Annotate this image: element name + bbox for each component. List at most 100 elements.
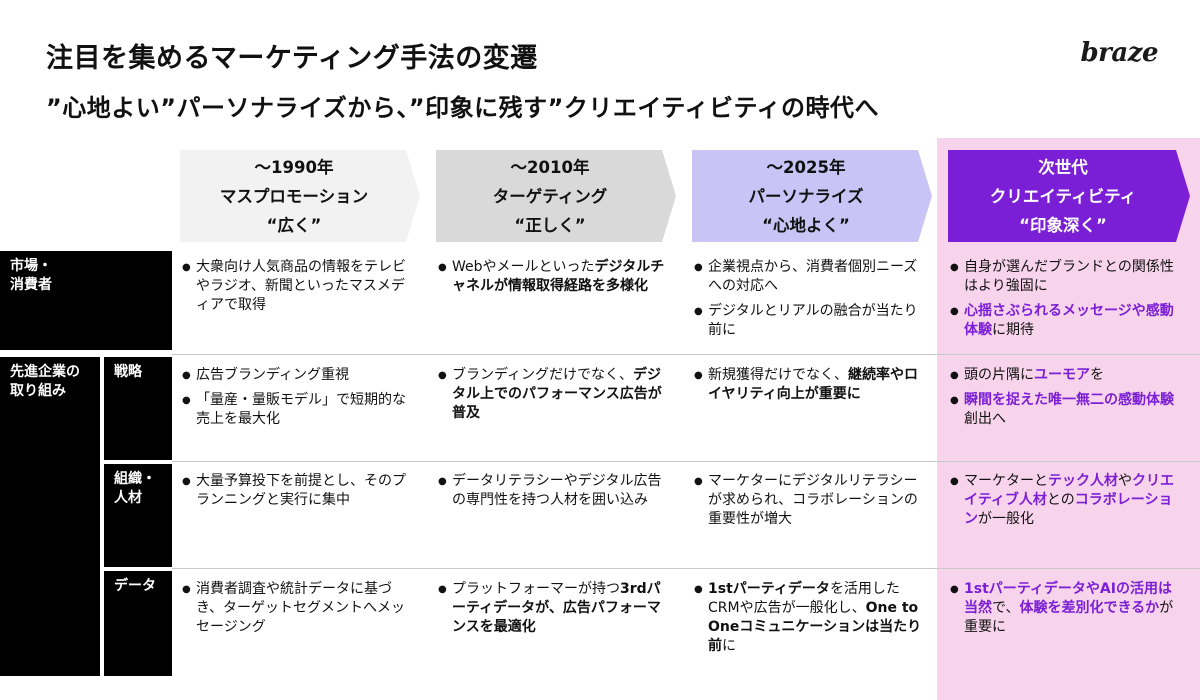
column-name: マスプロモーション <box>219 186 369 206</box>
row-label-org: 組織・ 人材 <box>104 464 172 567</box>
bullet-item: ブランディングだけでなく、デジタル上でのパフォーマンス広告が普及 <box>438 366 670 423</box>
body-text: が一般化 <box>978 511 1034 527</box>
cell-strategy-next: 頭の片隅にユーモアを瞬間を捉えた唯一無二の感動体験創出へ <box>950 366 1182 435</box>
bullet-list: 新規獲得だけでなく、継続率やロイヤリティ向上が重要に <box>694 366 926 404</box>
bullet-item: プラットフォーマーが持つ3rdパーティデータが、広告パフォーマンスを最適化 <box>438 580 670 637</box>
bold-text: One to Oneコミュニケーションは当たり前 <box>708 600 922 654</box>
column-tagline: “正しく” <box>514 215 586 235</box>
bullet-list: データリテラシーやデジタル広告の専門性を持つ人材を囲い込み <box>438 472 670 510</box>
bullet-item: 「量産・量販モデル」で短期的な売上を最大化 <box>182 391 414 429</box>
bold-text: デジタルチャネルが情報取得経路を多様化 <box>452 259 665 294</box>
page-title: 注目を集めるマーケティング手法の変遷 <box>46 43 538 74</box>
bold-text: 継続率やロイヤリティ向上が重要に <box>708 367 918 402</box>
bullet-item: 大量予算投下を前提とし、そのプランニングと実行に集中 <box>182 472 414 510</box>
bullet-item: 頭の片隅にユーモアを <box>950 366 1182 385</box>
body-text: Webやメールといった <box>452 259 595 275</box>
bold-text: デジタル上でのパフォーマンス広告が普及 <box>452 367 662 421</box>
body-text: に <box>722 638 736 654</box>
body-text: や <box>1118 473 1132 489</box>
bullet-item: マーケターにデジタルリテラシーが求められ、コラボレーションの重要性が増大 <box>694 472 926 529</box>
bullet-item: データリテラシーやデジタル広告の専門性を持つ人材を囲い込み <box>438 472 670 510</box>
cell-data-next: 1stパーティデータやAIの活用は当然で、体験を差別化できるかが重要に <box>950 580 1182 643</box>
cell-strategy-2010: ブランディングだけでなく、デジタル上でのパフォーマンス広告が普及 <box>438 366 670 429</box>
bullet-item: 1stパーティデータやAIの活用は当然で、体験を差別化できるかが重要に <box>950 580 1182 637</box>
column-tagline: “広く” <box>266 215 322 235</box>
cell-market-2025: 企業視点から、消費者個別ニーズへの対応へデジタルとリアルの融合が当たり前に <box>694 258 926 346</box>
body-text: プラットフォーマーが持つ <box>452 581 620 597</box>
bullet-list: 大量予算投下を前提とし、そのプランニングと実行に集中 <box>182 472 414 510</box>
column-tagline: “印象深く” <box>1019 215 1107 235</box>
cell-org-next: マーケターとテック人材やクリエイティブ人材とのコラボレーションが一般化 <box>950 472 1182 535</box>
bullet-item: 広告ブランディング重視 <box>182 366 414 385</box>
row-label-market: 市場・ 消費者 <box>0 251 172 350</box>
body-text: 大衆向け人気商品の情報をテレビやラジオ、新聞といったマスメディアで取得 <box>196 259 406 313</box>
bullet-list: プラットフォーマーが持つ3rdパーティデータが、広告パフォーマンスを最適化 <box>438 580 670 637</box>
body-text: 大量予算投下を前提とし、そのプランニングと実行に集中 <box>196 473 406 508</box>
bullet-item: 心揺さぶられるメッセージや感動体験に期待 <box>950 302 1182 340</box>
body-text: との <box>1046 492 1075 508</box>
bullet-list: 企業視点から、消費者個別ニーズへの対応へデジタルとリアルの融合が当たり前に <box>694 258 926 340</box>
bullet-list: マーケターとテック人材やクリエイティブ人材とのコラボレーションが一般化 <box>950 472 1182 529</box>
column-name: パーソナライズ <box>748 186 864 206</box>
cell-market-1990: 大衆向け人気商品の情報をテレビやラジオ、新聞といったマスメディアで取得 <box>182 258 414 321</box>
bullet-list: 1stパーティデータやAIの活用は当然で、体験を差別化できるかが重要に <box>950 580 1182 637</box>
column-era: 〜1990年 <box>254 157 334 177</box>
column-era: 〜2010年 <box>510 157 590 177</box>
row-label-data: データ <box>104 571 172 676</box>
cell-org-1990: 大量予算投下を前提とし、そのプランニングと実行に集中 <box>182 472 414 516</box>
cell-data-1990: 消費者調査や統計データに基づき、ターゲットセグメントへメッセージング <box>182 580 414 643</box>
bullet-item: 自身が選んだブランドとの関係性はより強固に <box>950 258 1182 296</box>
cell-data-2010: プラットフォーマーが持つ3rdパーティデータが、広告パフォーマンスを最適化 <box>438 580 670 643</box>
column-header-mass-promotion: 〜1990年 マスプロモーション “広く” <box>180 150 420 242</box>
cell-strategy-2025: 新規獲得だけでなく、継続率やロイヤリティ向上が重要に <box>694 366 926 410</box>
column-name: クリエイティビティ <box>989 186 1137 206</box>
row-divider <box>172 461 1200 462</box>
bullet-list: 大衆向け人気商品の情報をテレビやラジオ、新聞といったマスメディアで取得 <box>182 258 414 315</box>
highlight-text: 心揺さぶられるメッセージや感動体験 <box>964 303 1174 338</box>
body-text: に期待 <box>992 322 1034 338</box>
body-text: 企業視点から、消費者個別ニーズへの対応へ <box>708 259 918 294</box>
bold-text: 1stパーティデータ <box>708 581 830 597</box>
body-text: が重要に <box>964 600 1174 635</box>
bullet-list: 消費者調査や統計データに基づき、ターゲットセグメントへメッセージング <box>182 580 414 637</box>
braze-logo: braze <box>1080 38 1158 68</box>
bullet-list: 1stパーティデータを活用したCRMや広告が一般化し、One to Oneコミュ… <box>694 580 926 656</box>
column-name: ターゲティング <box>492 186 608 206</box>
body-text: 「量産・量販モデル」で短期的な売上を最大化 <box>196 392 406 427</box>
body-text: で、 <box>992 600 1020 616</box>
cell-market-2010: Webやメールといったデジタルチャネルが情報取得経路を多様化 <box>438 258 670 302</box>
body-text: 広告ブランディング重視 <box>196 367 350 383</box>
cell-org-2010: データリテラシーやデジタル広告の専門性を持つ人材を囲い込み <box>438 472 670 516</box>
column-era: 〜2025年 <box>766 157 846 177</box>
bold-text: 3rdパーティデータが、広告パフォーマンスを最適化 <box>452 581 661 635</box>
cell-strategy-1990: 広告ブランディング重視「量産・量販モデル」で短期的な売上を最大化 <box>182 366 414 435</box>
row-label-strategy: 戦略 <box>104 357 172 460</box>
highlight-text: テック人材 <box>1048 473 1118 489</box>
bullet-list: Webやメールといったデジタルチャネルが情報取得経路を多様化 <box>438 258 670 296</box>
bullet-item: マーケターとテック人材やクリエイティブ人材とのコラボレーションが一般化 <box>950 472 1182 529</box>
column-header-personalize: 〜2025年 パーソナライズ “心地よく” <box>692 150 932 242</box>
bullet-item: 消費者調査や統計データに基づき、ターゲットセグメントへメッセージング <box>182 580 414 637</box>
body-text: 創出へ <box>964 411 1006 427</box>
body-text: マーケターにデジタルリテラシーが求められ、コラボレーションの重要性が増大 <box>708 473 918 527</box>
highlight-text: 1stパーティデータやAIの活用は当然 <box>964 581 1172 616</box>
body-text: を <box>1090 367 1104 383</box>
cell-market-next: 自身が選んだブランドとの関係性はより強固に心揺さぶられるメッセージや感動体験に期… <box>950 258 1182 346</box>
bullet-list: 頭の片隅にユーモアを瞬間を捉えた唯一無二の感動体験創出へ <box>950 366 1182 429</box>
column-header-creativity: 次世代 クリエイティビティ “印象深く” <box>948 150 1190 242</box>
page-subtitle: ”心地よい”パーソナライズから、”印象に残す”クリエイティビティの時代へ <box>46 94 880 122</box>
column-tagline: “心地よく” <box>762 215 850 235</box>
bullet-item: 瞬間を捉えた唯一無二の感動体験創出へ <box>950 391 1182 429</box>
body-text: 新規獲得だけでなく、 <box>708 367 848 383</box>
bullet-item: 大衆向け人気商品の情報をテレビやラジオ、新聞といったマスメディアで取得 <box>182 258 414 315</box>
body-text: 消費者調査や統計データに基づき、ターゲットセグメントへメッセージング <box>196 581 406 635</box>
body-text: デジタルとリアルの融合が当たり前に <box>708 303 918 338</box>
highlight-text: 瞬間を捉えた唯一無二の感動体験 <box>964 392 1174 408</box>
bullet-list: 自身が選んだブランドとの関係性はより強固に心揺さぶられるメッセージや感動体験に期… <box>950 258 1182 340</box>
bullet-item: Webやメールといったデジタルチャネルが情報取得経路を多様化 <box>438 258 670 296</box>
cell-org-2025: マーケターにデジタルリテラシーが求められ、コラボレーションの重要性が増大 <box>694 472 926 535</box>
bullet-item: 1stパーティデータを活用したCRMや広告が一般化し、One to Oneコミュ… <box>694 580 926 656</box>
cell-data-2025: 1stパーティデータを活用したCRMや広告が一般化し、One to Oneコミュ… <box>694 580 926 662</box>
bullet-item: 企業視点から、消費者個別ニーズへの対応へ <box>694 258 926 296</box>
column-header-targeting: 〜2010年 ターゲティング “正しく” <box>436 150 676 242</box>
